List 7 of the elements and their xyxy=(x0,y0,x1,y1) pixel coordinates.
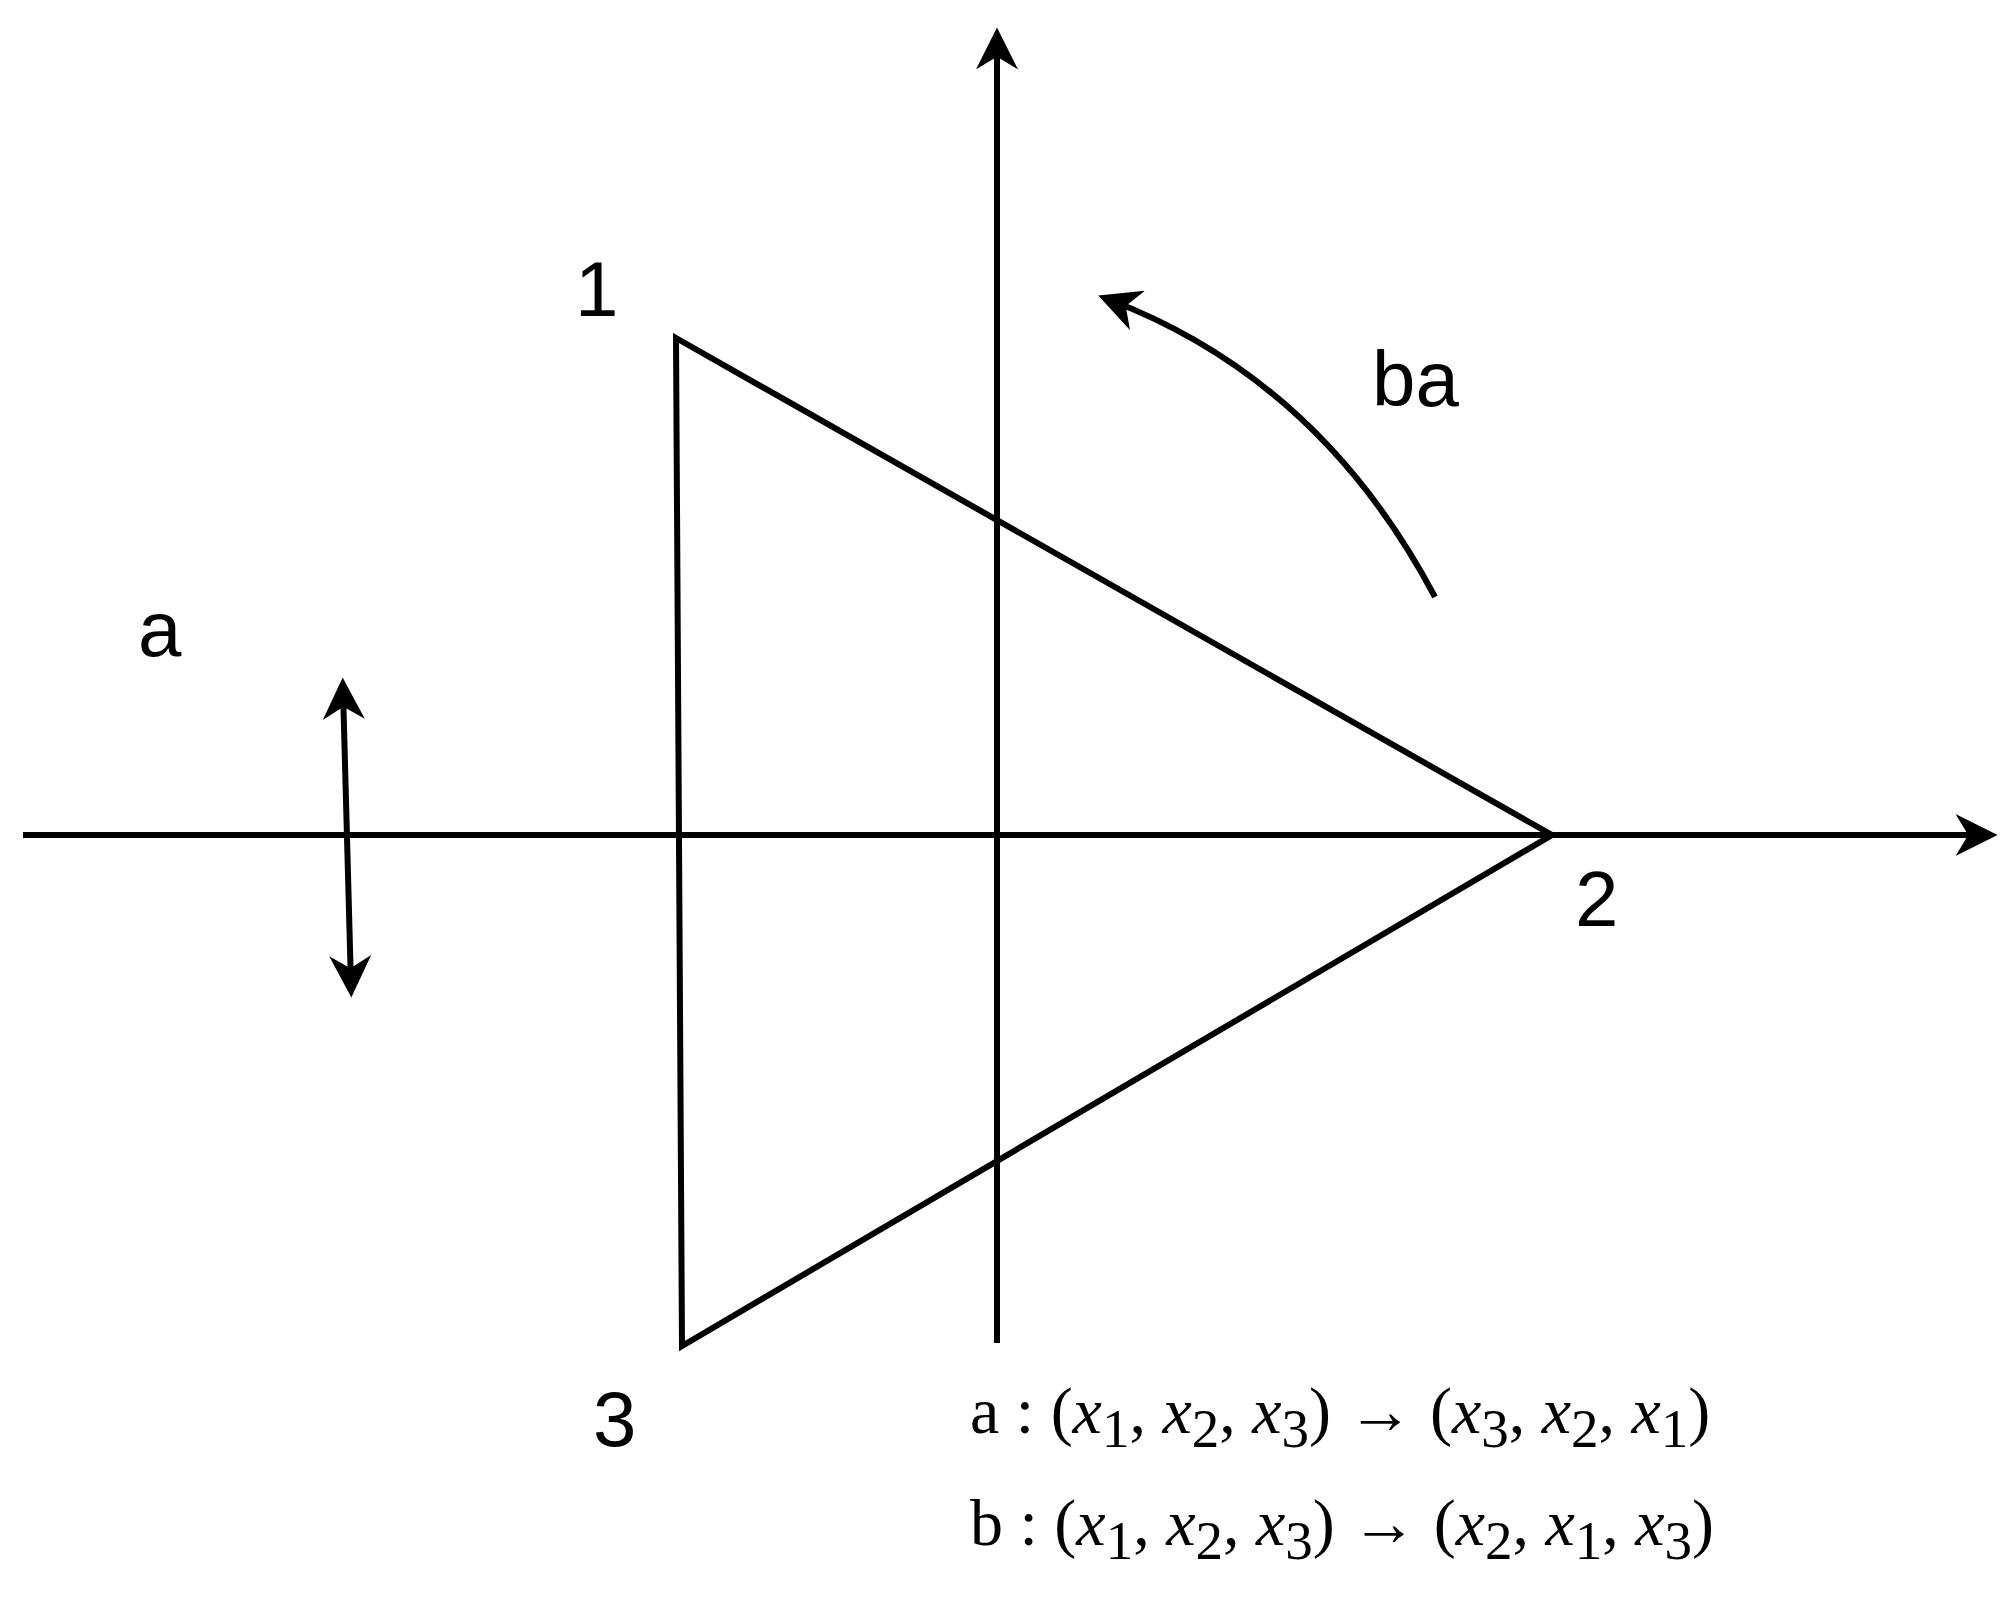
formula-text: b : (x$_{1}$, x$_{2}$, x$_{3}$) → (x$_{2}$, x$_{1}$, x$_{3}$) xyxy=(970,1490,1715,1569)
vertex-label: 1 xyxy=(575,250,619,328)
formula-text: a : (x$_{1}$, x$_{2}$, x$_{3}$) → (x$_{3}$, x$_{2}$, x$_{1}$) xyxy=(970,1378,1711,1457)
vertex-label: 3 xyxy=(593,1380,637,1458)
vertex-label: a xyxy=(138,590,182,668)
vertex-label: 2 xyxy=(1575,860,1619,938)
vertex-label: ba xyxy=(1372,340,1459,418)
